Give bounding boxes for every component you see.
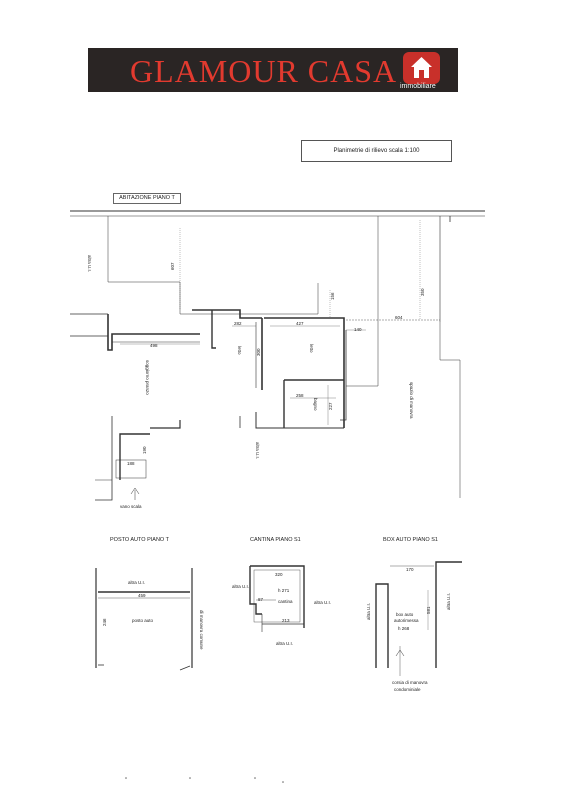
label-spazio-manovra: spazio di manovra <box>409 382 414 419</box>
house-logo-icon <box>403 52 440 84</box>
agency-subtitle: immobiliare <box>400 83 436 90</box>
label-box-line1: box auto <box>396 612 414 617</box>
ground-floor-labels: altra U.I. vano scala altra U.I. soggior… <box>87 255 425 509</box>
label-cellar-altra-ui-bottom: altra U.I. <box>276 641 293 646</box>
label-letto-2: letto <box>309 344 314 353</box>
scale-label: Planimetrie di rilievo scala 1:100 <box>301 140 452 162</box>
dim-459: 459 <box>138 593 146 598</box>
section-title-ground-floor: ABITAZIONE PIANO T <box>113 193 181 204</box>
dim-258: 258 <box>296 393 304 398</box>
agency-brand-name: GLAMOUR CASA <box>130 53 398 89</box>
label-box-line2: autorimessa <box>394 618 419 623</box>
dim-498: 498 <box>150 343 158 348</box>
footer-marks <box>125 777 284 783</box>
label-altra-ui-left: altra U.I. <box>87 255 92 272</box>
label-vano-scala: vano scala <box>120 504 142 509</box>
dim-246: 246 <box>102 618 107 626</box>
dim-170: 170 <box>406 567 414 572</box>
label-box-altra-ui-left: altra U.I. <box>366 603 371 620</box>
dim-140: 140 <box>354 327 362 332</box>
label-box-altra-ui-right: altra U.I. <box>446 593 451 610</box>
label-corsia-line1: corsia di manovra <box>392 680 428 685</box>
label-parking-altra-ui: altra U.I. <box>128 580 145 585</box>
label-cantina: cantina <box>278 599 293 604</box>
cellar-plan <box>249 565 305 632</box>
dim-607: 607 <box>170 262 175 270</box>
label-h271: h 271 <box>278 588 290 593</box>
dim-427: 427 <box>296 321 304 326</box>
label-posto-auto: posto auto <box>132 618 154 623</box>
dim-604: 604 <box>395 315 403 320</box>
section-title-garage-box: BOX AUTO PIANO S1 <box>383 537 438 543</box>
agency-logo-banner: GLAMOUR CASA immobiliare <box>88 48 458 92</box>
label-cellar-altra-ui-right: altra U.I. <box>314 600 331 605</box>
dim-213: 213 <box>282 618 290 623</box>
dim-300: 300 <box>256 348 261 356</box>
label-soggiorno: soggiorno pranzo <box>145 360 150 395</box>
label-cellar-altra-ui-left: altra U.I. <box>232 584 249 589</box>
section-title-cellar: CANTINA PIANO S1 <box>250 537 301 543</box>
label-letto-1: letto <box>237 346 242 355</box>
dim-87: 87 <box>258 597 264 602</box>
dim-320: 320 <box>275 572 283 577</box>
dim-350: 350 <box>420 288 425 296</box>
dim-227: 227 <box>328 402 333 410</box>
dim-581: 581 <box>426 606 431 614</box>
section-title-parking: POSTO AUTO PIANO T <box>110 537 169 543</box>
dim-282: 282 <box>234 321 242 326</box>
garage-box-plan <box>375 561 462 676</box>
dim-156: 156 <box>330 292 335 300</box>
label-corsia-line2: condominiale <box>394 687 421 692</box>
label-altra-ui-centre: altra U.I. <box>255 442 260 459</box>
dim-188: 188 <box>127 461 135 466</box>
dim-190: 190 <box>142 446 147 454</box>
parking-space-plan <box>95 568 193 671</box>
label-corsia-manovra-comune: di manovra comune <box>199 610 204 650</box>
label-bagno: bagno <box>313 398 318 411</box>
label-box-line3: h 268 <box>398 626 410 631</box>
ground-floor-plan <box>70 210 485 501</box>
